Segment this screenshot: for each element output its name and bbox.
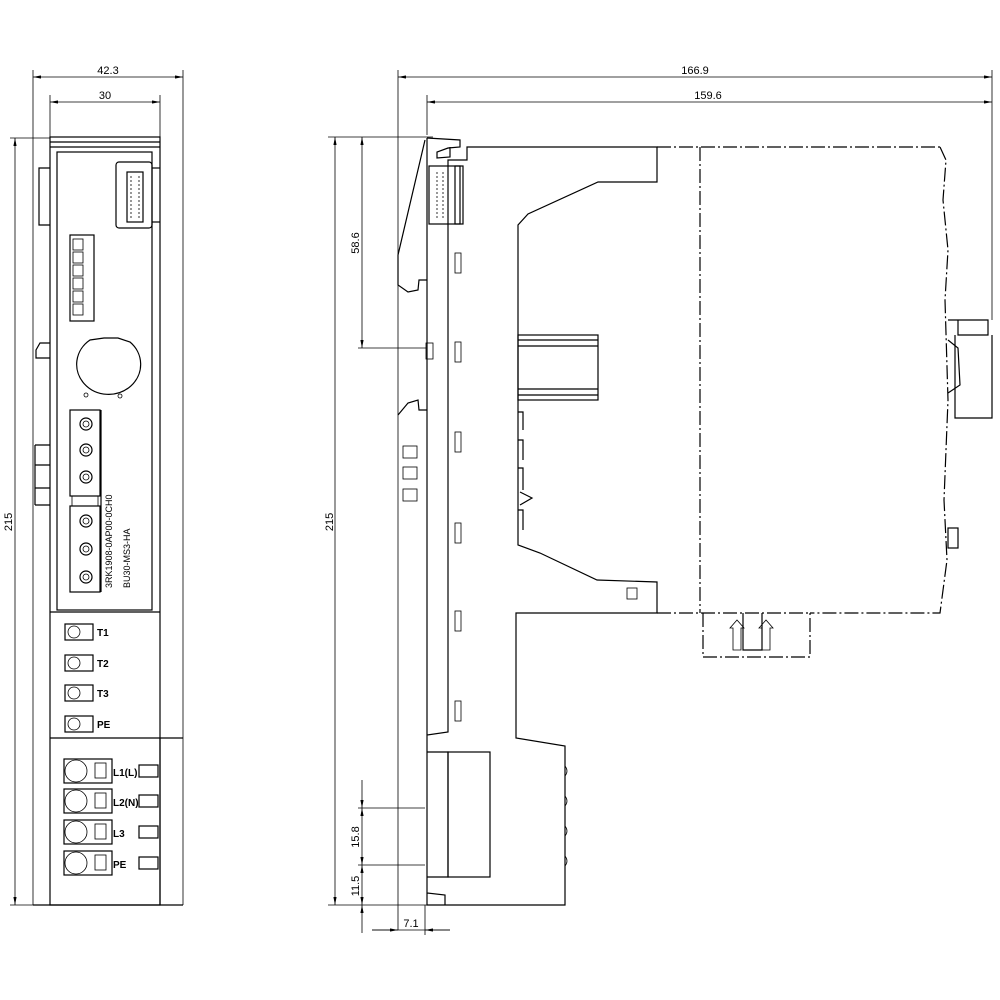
led-block: [69, 234, 95, 322]
contactor-terminal-outline: [702, 613, 811, 658]
svg-text:215: 215: [3, 513, 15, 531]
svg-text:BU30-MS3-HA: BU30-MS3-HA: [122, 528, 132, 588]
ribbon-connector: [115, 161, 160, 229]
input-terminals: L1(L) L2(N) L3 PE: [63, 758, 159, 876]
svg-text:PE: PE: [97, 720, 111, 731]
svg-text:L3: L3: [113, 829, 125, 840]
svg-text:L2(N): L2(N): [113, 798, 139, 809]
screw-terminal-block: [69, 409, 102, 593]
aux-connector: [948, 319, 993, 419]
din-rail: [517, 334, 599, 401]
dim-depth-rail: 159.6: [426, 90, 992, 135]
svg-text:3RK1908-0AP00-0CH0: 3RK1908-0AP00-0CH0: [104, 494, 114, 588]
svg-text:11.5: 11.5: [350, 876, 362, 897]
dim-height-front: 215: [3, 137, 50, 906]
svg-text:T1: T1: [97, 628, 109, 639]
svg-text:PE: PE: [113, 860, 127, 871]
front-panel: [56, 151, 153, 611]
dim-terminal: 15.8 11.5 7.1: [350, 780, 450, 935]
svg-text:T3: T3: [97, 689, 109, 700]
svg-text:30: 30: [99, 90, 111, 102]
svg-text:159.6: 159.6: [694, 90, 722, 102]
side-latch: [38, 167, 50, 226]
side-view: 166.9 159.6 215 58.6 15.8 11.5: [324, 65, 993, 935]
svg-text:58.6: 58.6: [350, 232, 362, 253]
output-terminals: T1 T2 T3 PE: [64, 623, 111, 733]
dim-depth-total: 166.9: [397, 65, 993, 930]
svg-text:7.1: 7.1: [403, 918, 418, 930]
svg-text:15.8: 15.8: [350, 826, 362, 847]
dim-width-inner: 30: [49, 90, 161, 140]
insertion-arrows: [729, 619, 774, 651]
housing-outline: [426, 138, 658, 906]
contactor-outline: [657, 146, 949, 614]
dim-width-outer: 42.3: [32, 65, 184, 905]
front-view: 42.3 30 215: [3, 65, 184, 906]
svg-text:166.9: 166.9: [681, 65, 709, 77]
dim-rail-to-top: 58.6: [350, 137, 426, 349]
svg-text:215: 215: [324, 513, 336, 531]
svg-text:42.3: 42.3: [97, 65, 118, 77]
vent-slots: [402, 252, 638, 722]
svg-text:L1(L): L1(L): [113, 768, 137, 779]
din-clip: [397, 137, 461, 293]
ribbon-connector-side: [428, 165, 461, 225]
rotary-dial: [76, 337, 142, 395]
svg-text:T2: T2: [97, 659, 109, 670]
